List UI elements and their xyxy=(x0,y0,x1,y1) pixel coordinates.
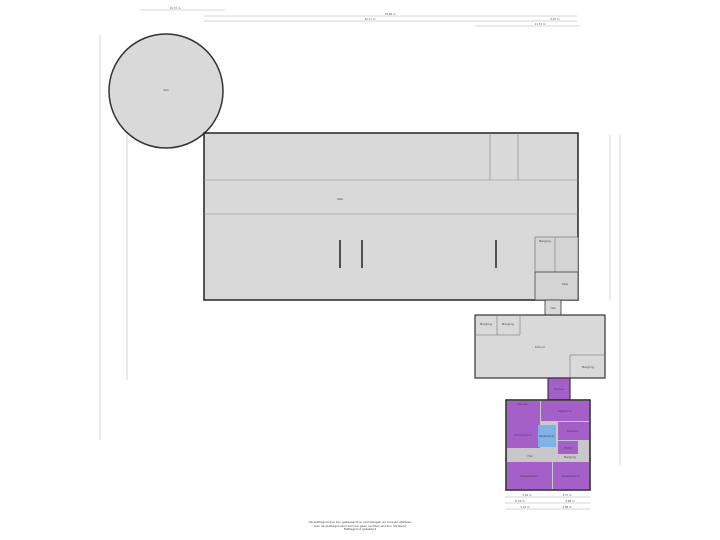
house xyxy=(505,377,591,491)
barn-small-label: Berging xyxy=(539,239,551,243)
link-label: Hal xyxy=(551,306,556,310)
silo-label: Silo xyxy=(163,88,169,92)
shed-b-label: Berging xyxy=(502,322,514,326)
dim-bottom-f: 9,88 m xyxy=(562,505,572,509)
barn-corner-label: Stal xyxy=(562,282,568,286)
dim-bottom-b: 4,37 m xyxy=(562,493,572,497)
disclaimer-line-2: Aan de plattegronden kunnen geen rechten… xyxy=(314,523,406,528)
hall-label: Hal xyxy=(528,454,533,458)
silo xyxy=(108,33,224,149)
office-label: Kantoor xyxy=(567,429,580,433)
bedroom2-label: Slaapkamer xyxy=(562,474,581,478)
dim-top-c: 11,74 m xyxy=(535,22,546,26)
disclaimer: De plattegronden zijn gebaseerd op opmet… xyxy=(260,520,460,532)
dim-bottom-d: 3,88 m xyxy=(565,499,575,503)
bath-label: Badkamer xyxy=(539,434,555,438)
shed-c-label: Berging xyxy=(582,365,594,369)
kitchen-label: Keuken xyxy=(518,402,529,406)
dining-label: Eetkamer xyxy=(558,409,573,413)
living-label: Woonkamer xyxy=(514,433,533,437)
dim-bottom-c: 6,19 m xyxy=(515,499,525,503)
shed-a-label: Berging xyxy=(480,322,492,326)
barn-label: Stal xyxy=(337,197,343,201)
dim-top-left: 16,72 m xyxy=(170,6,181,10)
tower-label: Entree xyxy=(554,387,564,391)
barn xyxy=(203,132,579,301)
disclaimer-line-1: De plattegronden zijn gebaseerd op opmet… xyxy=(308,520,412,524)
bedroom1-label: Slaapkamer xyxy=(520,474,539,478)
shed xyxy=(474,314,606,379)
dim-bottom-a: 5,82 m xyxy=(522,493,532,497)
dim-top-b: 6,97 m xyxy=(550,17,560,21)
dim-top-a: 32,71 m xyxy=(365,17,376,21)
disclaimer-line-3: Plattegrond getekend xyxy=(343,527,377,532)
toilet-label: Toilet xyxy=(563,446,573,450)
shed-label: Schuur xyxy=(535,345,546,349)
dim-top-total: 39,68 m xyxy=(385,12,396,16)
storage-label: Berging xyxy=(564,455,576,459)
dim-bottom-e: 5,42 m xyxy=(520,505,530,509)
